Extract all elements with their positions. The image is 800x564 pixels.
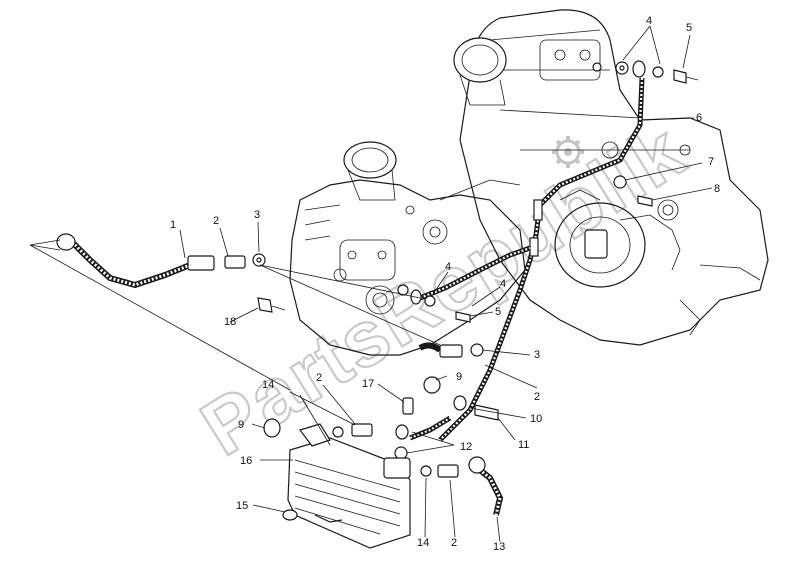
callout-2: 2 [213,215,219,227]
callout-10: 10 [530,413,542,425]
callout-7: 7 [708,156,714,168]
callout-2: 2 [451,537,457,549]
front-cylinder-head [289,141,526,356]
banjo-fitting-top [592,60,699,84]
rear-cylinder-head [453,9,769,346]
callout-9: 9 [456,371,462,383]
callout-3: 3 [254,209,260,221]
callout-6: 6 [696,112,702,124]
oil-cooler [287,423,411,549]
callout-14: 14 [262,379,274,391]
oil-line-middle [397,245,531,323]
callout-labels: 1 2 3 4 5 6 7 8 4 4 5 18 3 2 9 17 14 2 1… [170,15,720,553]
callout-13: 13 [493,541,505,553]
callout-12: 12 [460,441,472,453]
cooler-fittings [263,418,459,521]
callout-5: 5 [495,306,501,318]
oil-hose-left [56,233,266,289]
leader-lines [29,25,713,543]
oil-line-upper [438,77,645,442]
callout-8: 8 [714,183,720,195]
fittings-7-8 [613,175,653,207]
lower-fittings [394,342,499,460]
callout-15: 15 [236,500,248,512]
callout-4: 4 [646,15,652,27]
callout-3: 3 [534,349,540,361]
callout-11: 11 [518,439,529,451]
oil-hose-lower [468,456,504,516]
callout-16: 16 [240,455,252,467]
callout-4: 4 [500,278,506,290]
callout-9: 9 [238,419,244,431]
callout-14: 14 [417,537,429,549]
callout-18: 18 [224,316,236,328]
callout-2: 2 [534,391,540,403]
callout-2: 2 [316,372,322,384]
callout-1: 1 [170,219,176,231]
callout-5: 5 [686,22,692,34]
fitting-18 [257,297,286,313]
callout-4: 4 [445,261,451,273]
callout-17: 17 [362,378,374,390]
